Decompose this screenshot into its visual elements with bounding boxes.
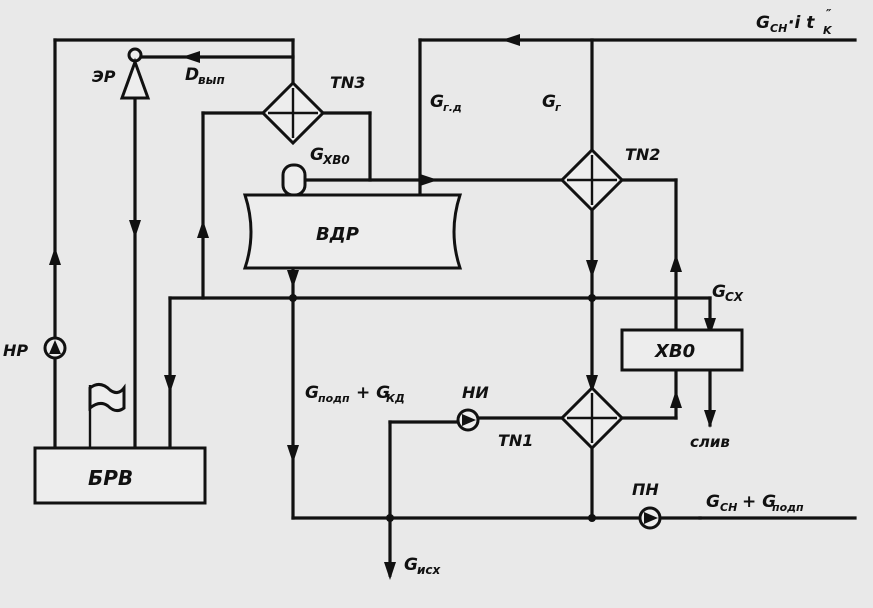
label-ghvo: G XB0 xyxy=(310,145,350,167)
svg-text:·i t: ·i t xyxy=(788,13,815,33)
svg-text:G: G xyxy=(712,282,726,302)
arrow-top-right xyxy=(502,34,520,46)
label-gcx: G CX xyxy=(712,282,744,304)
pump-np xyxy=(43,336,67,360)
arrow-main-down-2 xyxy=(586,375,598,393)
svg-text:G: G xyxy=(305,383,319,403)
label-gisx: G исх xyxy=(404,555,442,577)
heat-exchanger-tn2 xyxy=(559,147,625,213)
svg-text:CH: CH xyxy=(770,22,787,35)
label-gcn-itk: G CH ·i t K ″ xyxy=(756,7,833,37)
svg-text:подп: подп xyxy=(318,392,350,405)
junction-dot xyxy=(588,514,596,522)
label-tn1: TN1 xyxy=(498,431,533,450)
label-pn: ПН xyxy=(632,480,659,499)
label-vdr: ВДР xyxy=(316,224,359,245)
arrow-gcx xyxy=(704,318,716,336)
water-treatment-box xyxy=(620,328,744,372)
svg-text:КД: КД xyxy=(386,392,405,405)
svg-text:″: ″ xyxy=(826,7,832,21)
label-gcn-gpodp: G CH + G подп xyxy=(706,492,804,514)
label-tn3: TN3 xyxy=(330,73,365,92)
arrow-up-left xyxy=(49,247,61,265)
tank-brv xyxy=(33,446,207,505)
heat-exchanger-tn3 xyxy=(260,80,326,146)
junction-dot xyxy=(289,294,297,302)
label-er: ЭР xyxy=(92,67,116,86)
arrow-mid-left xyxy=(164,375,176,393)
pump-pn xyxy=(638,506,662,530)
svg-text:D: D xyxy=(185,65,199,85)
pump-ni xyxy=(456,408,480,432)
svg-text:г: г xyxy=(555,101,562,114)
svg-text:вып: вып xyxy=(198,73,225,87)
arrow-right-up xyxy=(670,254,682,272)
arrow-isx xyxy=(384,562,396,580)
svg-text:CX: CX xyxy=(725,290,744,304)
junction-dot xyxy=(588,294,596,302)
svg-text:подп: подп xyxy=(772,501,804,514)
svg-text:G: G xyxy=(310,145,324,165)
arrow-dvyp xyxy=(182,51,200,63)
label-np: НР xyxy=(3,341,28,360)
arrow-up-loop xyxy=(197,220,209,238)
svg-text:G: G xyxy=(542,92,556,112)
svg-text:+ G: + G xyxy=(356,383,390,403)
label-hvo: XB0 xyxy=(654,341,695,362)
arrow-drain xyxy=(704,410,716,428)
label-gg: G г xyxy=(542,92,562,114)
label-sliv: слив xyxy=(690,433,730,451)
svg-text:исх: исх xyxy=(417,563,442,577)
svg-text:г.д: г.д xyxy=(443,101,462,114)
svg-text:K: K xyxy=(823,24,833,37)
label-brv: БРВ xyxy=(88,466,133,490)
heat-exchanger-tn1 xyxy=(559,385,625,451)
arrow-main-down xyxy=(586,260,598,278)
junction-dot xyxy=(386,514,394,522)
label-gpodp-gkd: G подп + G КД xyxy=(305,383,405,405)
arrow-down-er xyxy=(129,220,141,238)
arrow-ghvo xyxy=(420,174,438,186)
label-tn2: TN2 xyxy=(625,145,660,164)
arrow-right-up-2 xyxy=(670,390,682,408)
svg-text:G: G xyxy=(756,13,770,33)
svg-text:G: G xyxy=(430,92,444,112)
label-dvyp: D вып xyxy=(185,65,225,87)
deaerator-vdr xyxy=(242,163,463,270)
svg-text:G: G xyxy=(706,492,720,512)
svg-text:XB0: XB0 xyxy=(322,153,350,167)
flag-icon xyxy=(88,383,126,413)
svg-text:CH: CH xyxy=(720,501,737,514)
arrow-vdr-down xyxy=(287,270,299,288)
ejector-er xyxy=(119,47,151,100)
label-ggd: G г.д xyxy=(430,92,462,114)
arrow-vdr-down-2 xyxy=(287,445,299,463)
svg-text:G: G xyxy=(404,555,418,575)
svg-text:+ G: + G xyxy=(742,492,776,512)
label-ni: НИ xyxy=(462,383,489,402)
